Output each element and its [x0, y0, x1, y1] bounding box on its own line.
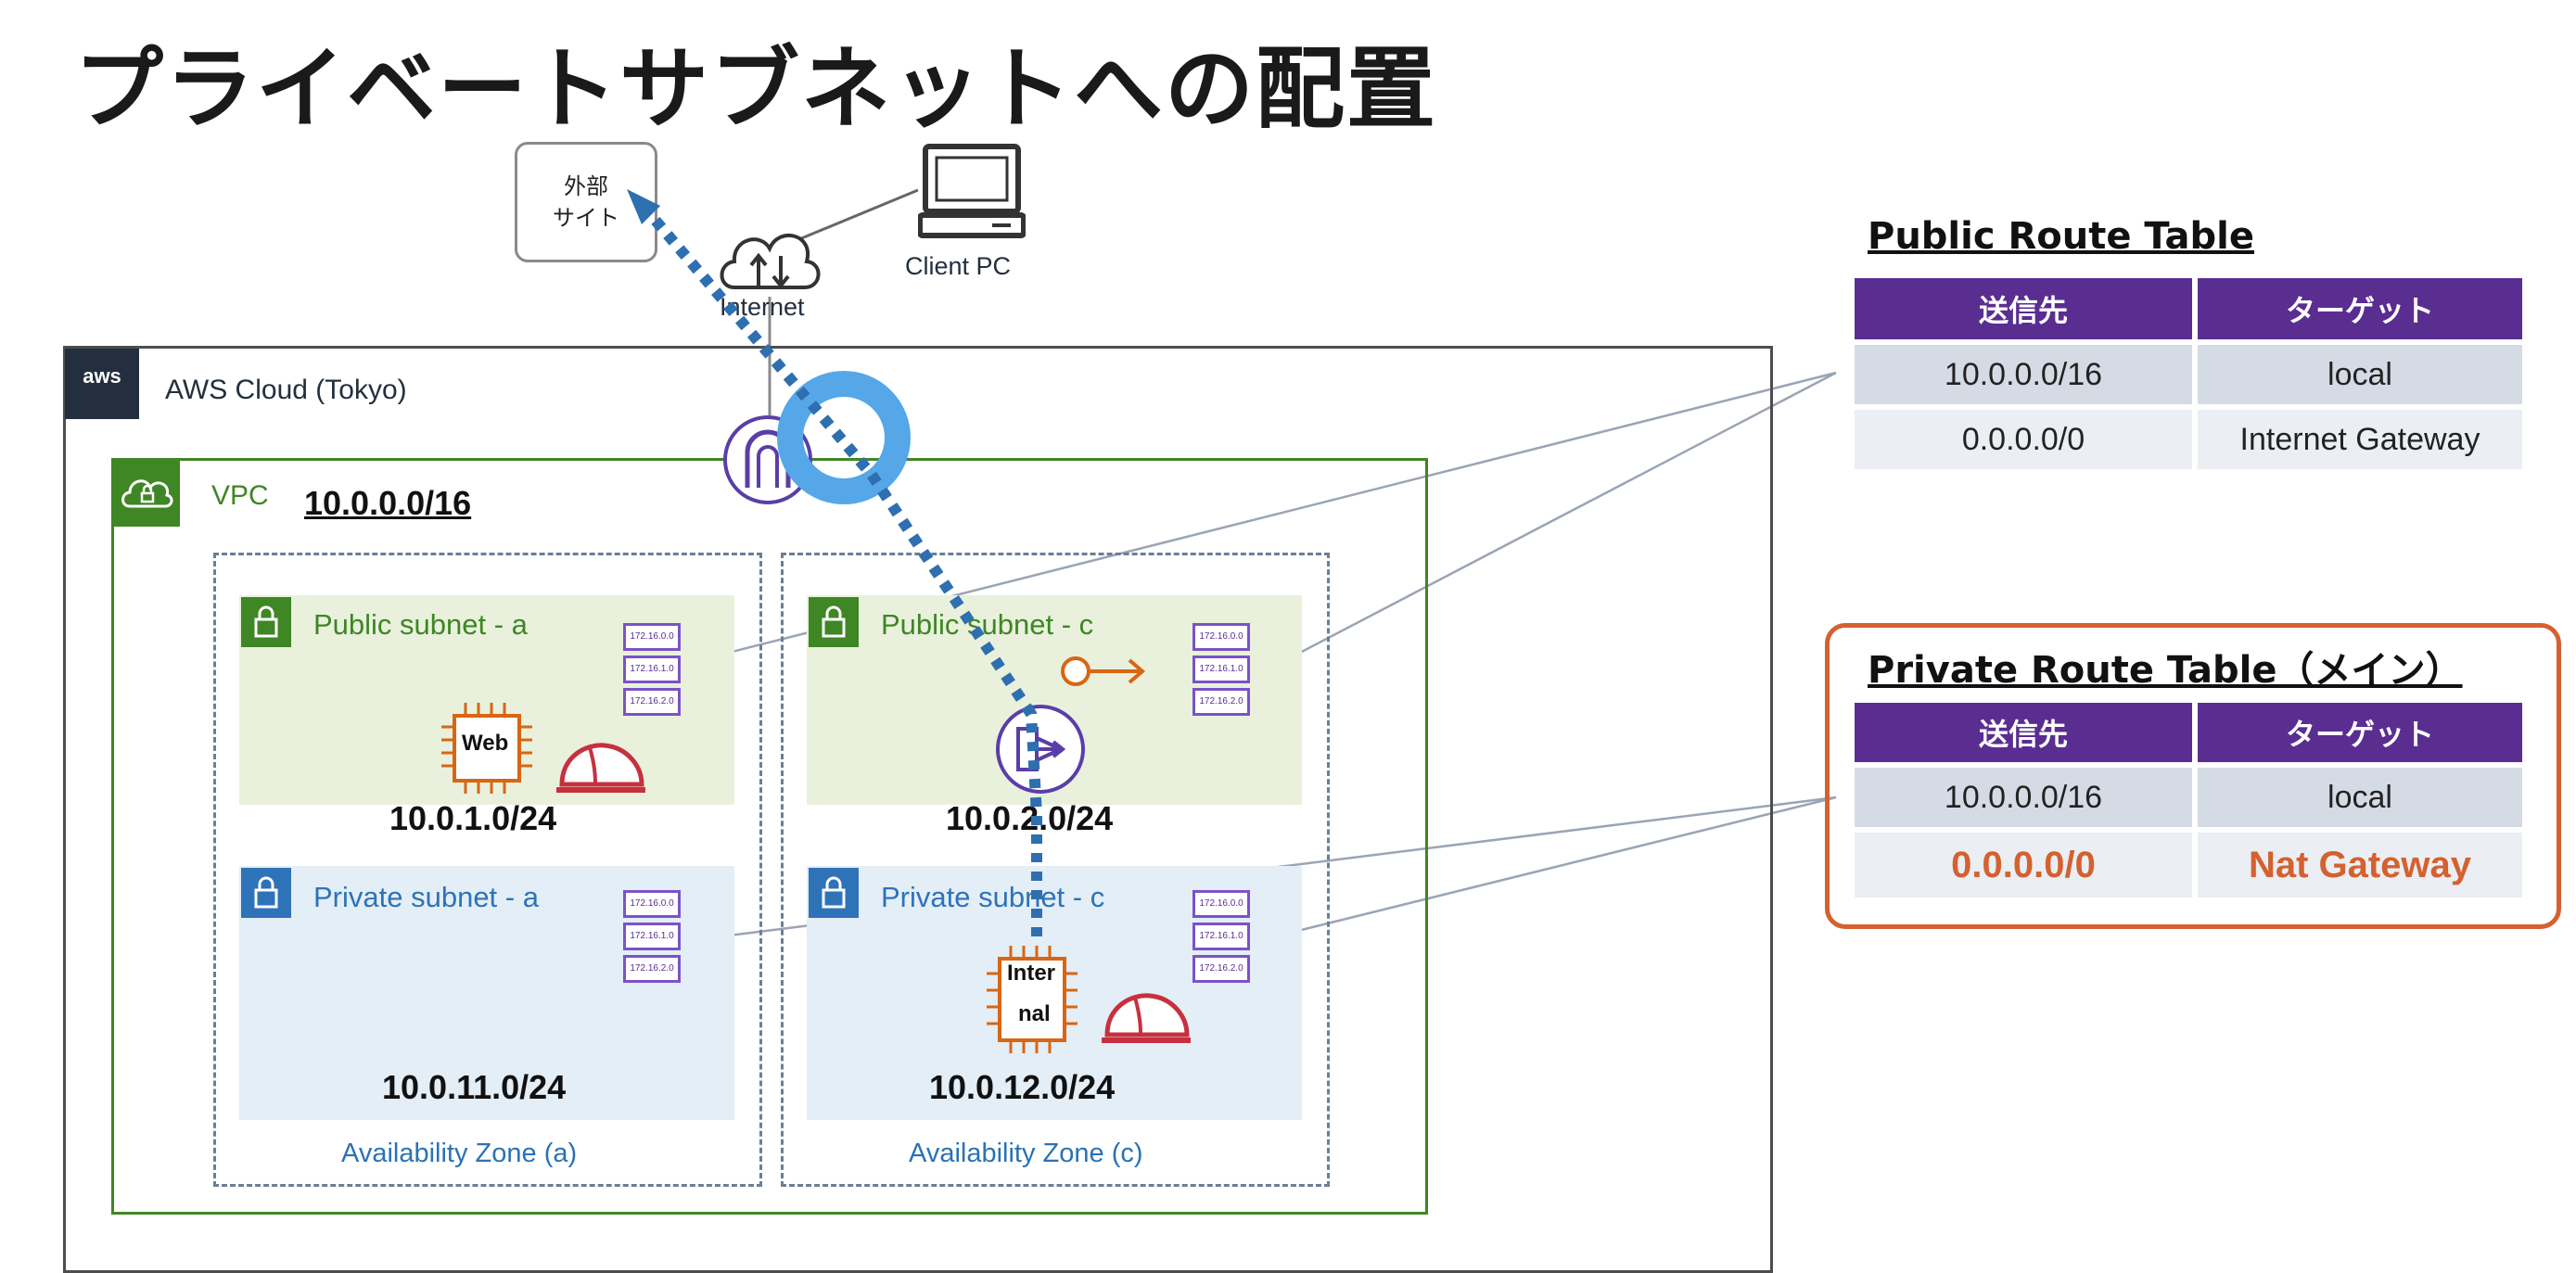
- table-header-cell: 送信先: [1855, 703, 2192, 762]
- table-cell: 0.0.0.0/0: [1855, 833, 2192, 897]
- private-subnet-c-label: Private subnet - c: [881, 881, 1105, 913]
- route-entry: 172.16.0.0: [1192, 890, 1250, 918]
- aws-logo-text: aws: [83, 364, 121, 388]
- table-row: 10.0.0.0/16 local: [1855, 768, 2522, 827]
- route-entry: 172.16.2.0: [623, 955, 681, 983]
- public-route-table: 送信先 ターゲット 10.0.0.0/16 local 0.0.0.0/0 In…: [1855, 278, 2522, 469]
- table-cell: Internet Gateway: [2198, 410, 2522, 469]
- private-subnet-c-cidr: 10.0.12.0/24: [929, 1068, 1116, 1106]
- public-subnet-c-cidr: 10.0.2.0/24: [946, 799, 1114, 837]
- route-entry: 172.16.1.0: [1192, 923, 1250, 950]
- route-table-icon: 172.16.0.0 172.16.1.0 172.16.2.0: [623, 623, 681, 716]
- route-table-icon: 172.16.0.0 172.16.1.0 172.16.2.0: [1192, 890, 1250, 983]
- public-subnet-c-label: Public subnet - c: [881, 608, 1094, 641]
- availability-zone-c-label: Availability Zone (c): [909, 1139, 1143, 1168]
- vpc-label: VPC: [211, 480, 269, 511]
- table-row: 0.0.0.0/0 Nat Gateway: [1855, 833, 2522, 897]
- web-instance-label: Web: [462, 731, 509, 756]
- vpc-cloud-icon: [113, 460, 180, 527]
- public-subnet-a-label: Public subnet - a: [313, 608, 528, 641]
- table-header-cell: ターゲット: [2198, 278, 2522, 339]
- table-cell: 10.0.0.0/16: [1855, 345, 2192, 404]
- private-route-table: 送信先 ターゲット 10.0.0.0/16 local 0.0.0.0/0 Na…: [1855, 703, 2522, 897]
- route-entry: 172.16.2.0: [1192, 955, 1250, 983]
- private-route-table-highlight: [1825, 623, 2561, 929]
- table-cell: local: [2198, 345, 2522, 404]
- vpc-cidr: 10.0.0.0/16: [304, 484, 472, 522]
- internal-instance-label-line1: Inter: [1007, 961, 1056, 986]
- table-header-row: 送信先 ターゲット: [1855, 703, 2522, 762]
- helmet-icon: [1102, 993, 1191, 1043]
- aws-logo-icon: aws: [65, 349, 139, 419]
- lock-icon: [241, 868, 291, 918]
- cursor-highlight-ring: [777, 371, 911, 504]
- client-pc-icon: [918, 144, 1026, 238]
- helmet-icon: [556, 743, 645, 793]
- availability-zone-a-label: Availability Zone (a): [341, 1139, 578, 1168]
- table-cell: 0.0.0.0/0: [1855, 410, 2192, 469]
- client-pc-label: Client PC: [905, 252, 1012, 280]
- lock-icon: [809, 597, 859, 647]
- table-header-cell: 送信先: [1855, 278, 2192, 339]
- route-entry: 172.16.1.0: [623, 656, 681, 683]
- private-subnet-a-cidr: 10.0.11.0/24: [382, 1068, 567, 1106]
- route-entry: 172.16.2.0: [623, 688, 681, 716]
- elastic-ip-icon: [1061, 656, 1146, 686]
- route-table-icon: 172.16.0.0 172.16.1.0 172.16.2.0: [623, 890, 681, 983]
- route-entry: 172.16.1.0: [623, 923, 681, 950]
- availability-zone-c: [781, 553, 1330, 1187]
- route-table-icon: 172.16.0.0 172.16.1.0 172.16.2.0: [1192, 623, 1250, 716]
- public-subnet-a-cidr: 10.0.1.0/24: [389, 799, 557, 837]
- aws-cloud-label: AWS Cloud (Tokyo): [165, 375, 407, 405]
- table-row: 0.0.0.0/0 Internet Gateway: [1855, 410, 2522, 469]
- route-entry: 172.16.1.0: [1192, 656, 1250, 683]
- table-cell: local: [2198, 768, 2522, 827]
- nat-gateway-icon: [996, 705, 1085, 794]
- private-route-table-title: Private Route Table（メイン）: [1868, 649, 2463, 692]
- table-header-row: 送信先 ターゲット: [1855, 278, 2522, 339]
- public-route-table-title: Public Route Table: [1868, 215, 2255, 258]
- internet-cloud-icon: [720, 233, 821, 289]
- external-site-line2: サイト: [553, 205, 619, 231]
- page-title: プライベートサブネットへの配置: [74, 37, 1437, 141]
- availability-zone-a: [213, 553, 762, 1187]
- internal-instance-chip-icon: [987, 946, 1078, 1053]
- table-cell: 10.0.0.0/16: [1855, 768, 2192, 827]
- private-subnet-a-label: Private subnet - a: [313, 881, 539, 913]
- internal-instance-label-line2: nal: [1018, 1001, 1051, 1026]
- lock-icon: [241, 597, 291, 647]
- table-cell: Nat Gateway: [2198, 833, 2522, 897]
- web-instance-chip-icon: [441, 703, 532, 794]
- table-row: 10.0.0.0/16 local: [1855, 345, 2522, 404]
- route-entry: 172.16.2.0: [1192, 688, 1250, 716]
- route-entry: 172.16.0.0: [623, 623, 681, 651]
- external-site-line1: 外部: [564, 173, 608, 199]
- lock-icon: [809, 868, 859, 918]
- route-entry: 172.16.0.0: [623, 890, 681, 918]
- route-entry: 172.16.0.0: [1192, 623, 1250, 651]
- table-header-cell: ターゲット: [2198, 703, 2522, 762]
